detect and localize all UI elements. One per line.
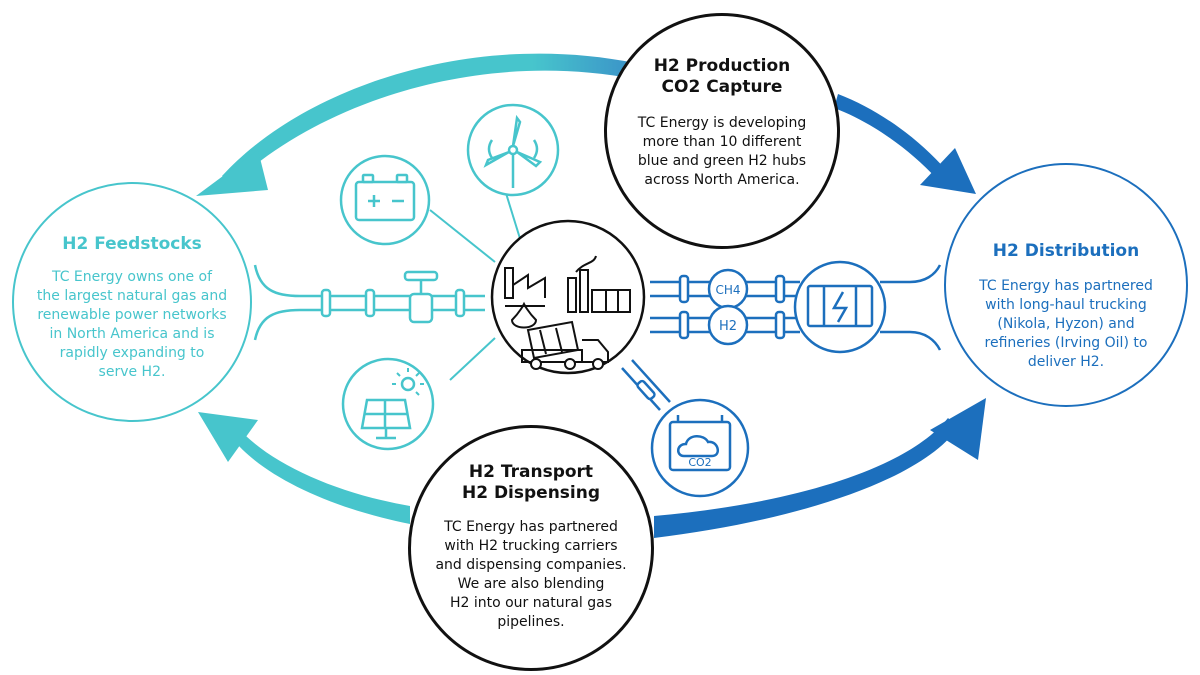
svg-text:CH4: CH4 (715, 283, 740, 297)
distribution-title: H2 Distribution (992, 241, 1140, 261)
h2-transport-circle: H2 Transport H2 Dispensing TC Energy has… (408, 425, 654, 671)
wind-turbine-icon (466, 103, 560, 197)
production-title: H2 Production CO2 Capture (653, 56, 791, 97)
power-station-icon (793, 260, 887, 354)
co2-storage-icon: CO2 (650, 398, 750, 498)
distribution-body: TC Energy has partnered with long-haul t… (979, 278, 1153, 370)
feedstocks-body: TC Energy owns one of the largest natura… (36, 269, 228, 380)
battery-icon (339, 154, 431, 246)
h2-feedstocks-circle: H2 Feedstocks TC Energy owns one of the … (12, 182, 252, 422)
co2-pipe (621, 359, 671, 411)
feedstock-pipeline (253, 264, 485, 341)
arrow-transport-to-feedstocks (198, 412, 410, 524)
valve-icon (403, 270, 439, 324)
connectors (429, 189, 523, 381)
h2-pipe-label: H2 (707, 304, 749, 346)
solar-panel-icon (341, 357, 435, 451)
production-body: TC Energy is developing more than 10 dif… (637, 115, 807, 188)
arrow-production-to-distribution (834, 94, 976, 194)
arrow-transport-to-distribution (654, 398, 986, 538)
h2-distribution-circle: H2 Distribution TC Energy has partnered … (944, 163, 1188, 407)
truck-icon (521, 320, 609, 370)
h2-production-circle: H2 Production CO2 Capture TC Energy is d… (604, 13, 840, 249)
transport-body: TC Energy has partnered with H2 trucking… (435, 519, 627, 630)
svg-text:CO2: CO2 (688, 456, 711, 469)
feedstocks-title: H2 Feedstocks (62, 234, 202, 254)
ch4-pipe-label: CH4 (707, 268, 749, 310)
transport-title: H2 Transport H2 Dispensing (461, 462, 601, 503)
arrow-production-to-feedstocks (196, 53, 640, 196)
svg-text:H2: H2 (719, 319, 737, 334)
